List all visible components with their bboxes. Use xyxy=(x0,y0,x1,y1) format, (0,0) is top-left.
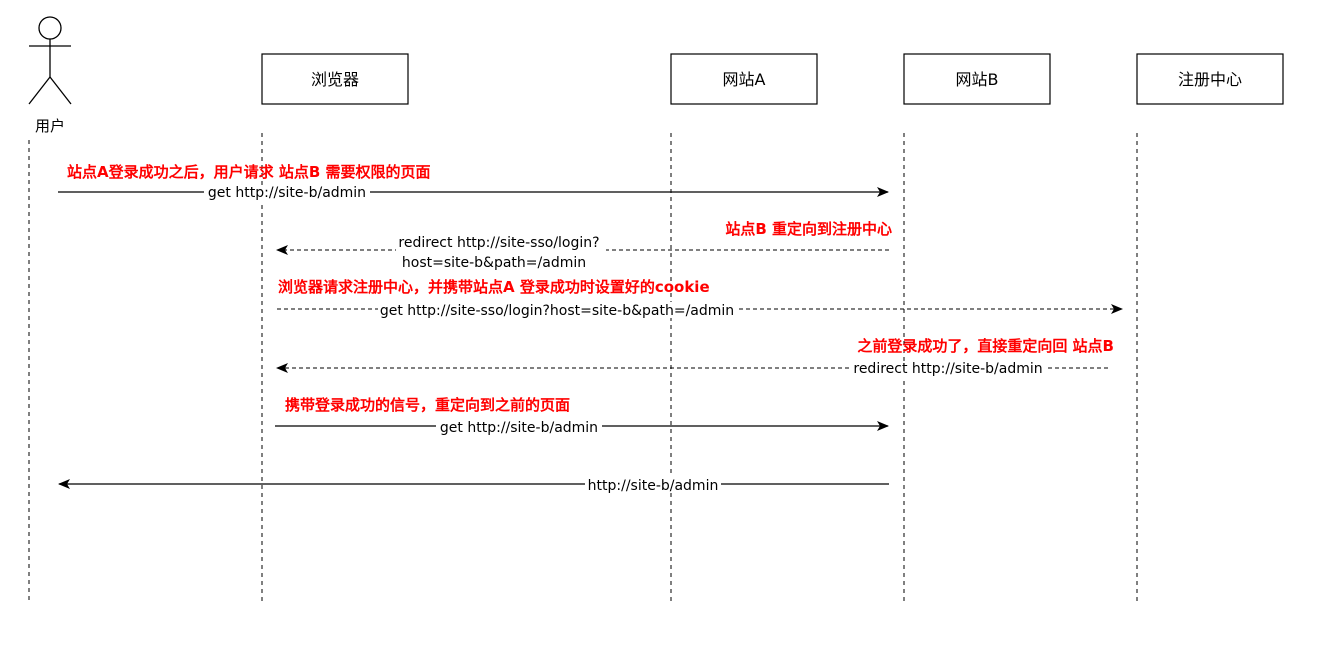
message-note: 浏览器请求注册中心，并携带站点A 登录成功时设置好的cookie xyxy=(278,278,710,296)
participant-box xyxy=(670,53,818,105)
participant-box xyxy=(903,53,1051,105)
message-5: 携带登录成功的信号，重定向到之前的页面 get http://site-b/ad… xyxy=(275,396,889,436)
participant-browser: 浏览器 xyxy=(261,53,409,105)
message-label: get http://site-b/admin xyxy=(208,185,366,201)
user-actor: 用户 xyxy=(28,16,72,135)
participant-site-b: 网站B xyxy=(903,53,1051,105)
message-note: 携带登录成功的信号，重定向到之前的页面 xyxy=(285,396,570,414)
message-label: get http://site-b/admin xyxy=(440,420,598,436)
message-label: redirect http://site-b/admin xyxy=(853,361,1042,377)
message-label: http://site-b/admin xyxy=(588,478,719,494)
message-note: 站点A登录成功之后，用户请求 站点B 需要权限的页面 xyxy=(67,163,431,181)
participant-label: 网站B xyxy=(956,70,999,89)
participant-label: 网站A xyxy=(723,70,766,89)
actor-head xyxy=(38,16,62,40)
message-label-line2: host=site-b&path=/admin xyxy=(402,255,586,271)
participant-label: 浏览器 xyxy=(311,70,359,89)
message-note: 之前登录成功了，直接重定向回 站点B xyxy=(857,337,1114,355)
participant-site-a: 网站A xyxy=(670,53,818,105)
message-2: 站点B 重定向到注册中心 redirect http://site-sso/lo… xyxy=(276,220,892,271)
message-1: 站点A登录成功之后，用户请求 站点B 需要权限的页面 get http://si… xyxy=(58,163,889,201)
actor-label: 用户 xyxy=(35,117,65,135)
message-4: 之前登录成功了，直接重定向回 站点B redirect http://site-… xyxy=(276,337,1114,377)
participant-box xyxy=(261,53,409,105)
message-label-line1: redirect http://site-sso/login? xyxy=(398,235,599,251)
message-3: 浏览器请求注册中心，并携带站点A 登录成功时设置好的cookie get htt… xyxy=(277,278,1123,319)
participant-box xyxy=(1136,53,1284,105)
participant-sso: 注册中心 xyxy=(1136,53,1284,105)
participant-label: 注册中心 xyxy=(1178,70,1242,89)
message-note: 站点B 重定向到注册中心 xyxy=(725,220,892,238)
message-label: get http://site-sso/login?host=site-b&pa… xyxy=(380,303,734,319)
message-6: http://site-b/admin xyxy=(58,477,889,494)
